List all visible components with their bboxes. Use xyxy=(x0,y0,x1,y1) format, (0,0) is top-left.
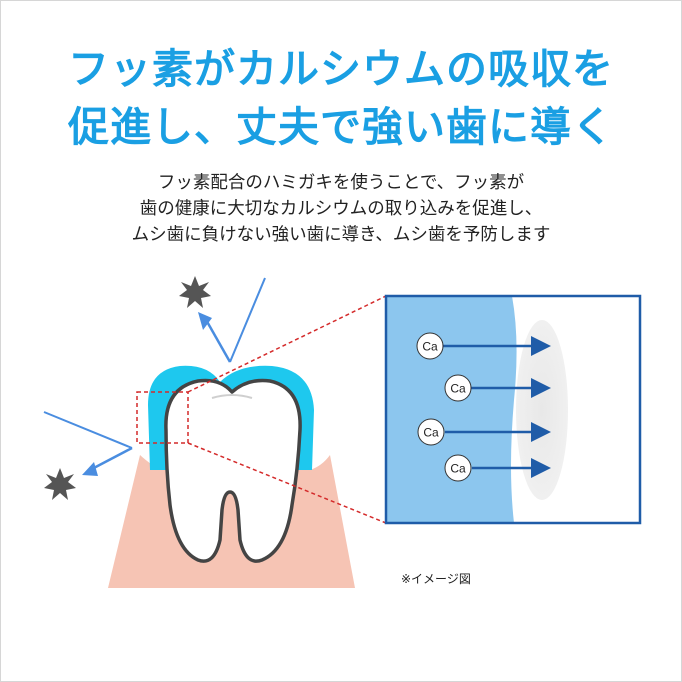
reflect-top xyxy=(205,318,230,362)
image-note: ※イメージ図 xyxy=(401,570,471,587)
enamel-cross-section xyxy=(386,296,517,523)
calcium-label-3: Ca xyxy=(423,426,439,440)
ray-top xyxy=(230,278,265,362)
germ-icon-top xyxy=(179,276,211,308)
calcium-label-2: Ca xyxy=(450,382,466,396)
calcium-label-4: Ca xyxy=(450,462,466,476)
germ-icon-left xyxy=(44,468,76,500)
zoom-panel: Ca Ca Ca Ca xyxy=(386,296,640,523)
reflect-left-arrowhead xyxy=(82,462,98,476)
calcium-label-1: Ca xyxy=(422,340,438,354)
ray-left xyxy=(44,412,132,448)
reflect-left xyxy=(90,448,132,470)
